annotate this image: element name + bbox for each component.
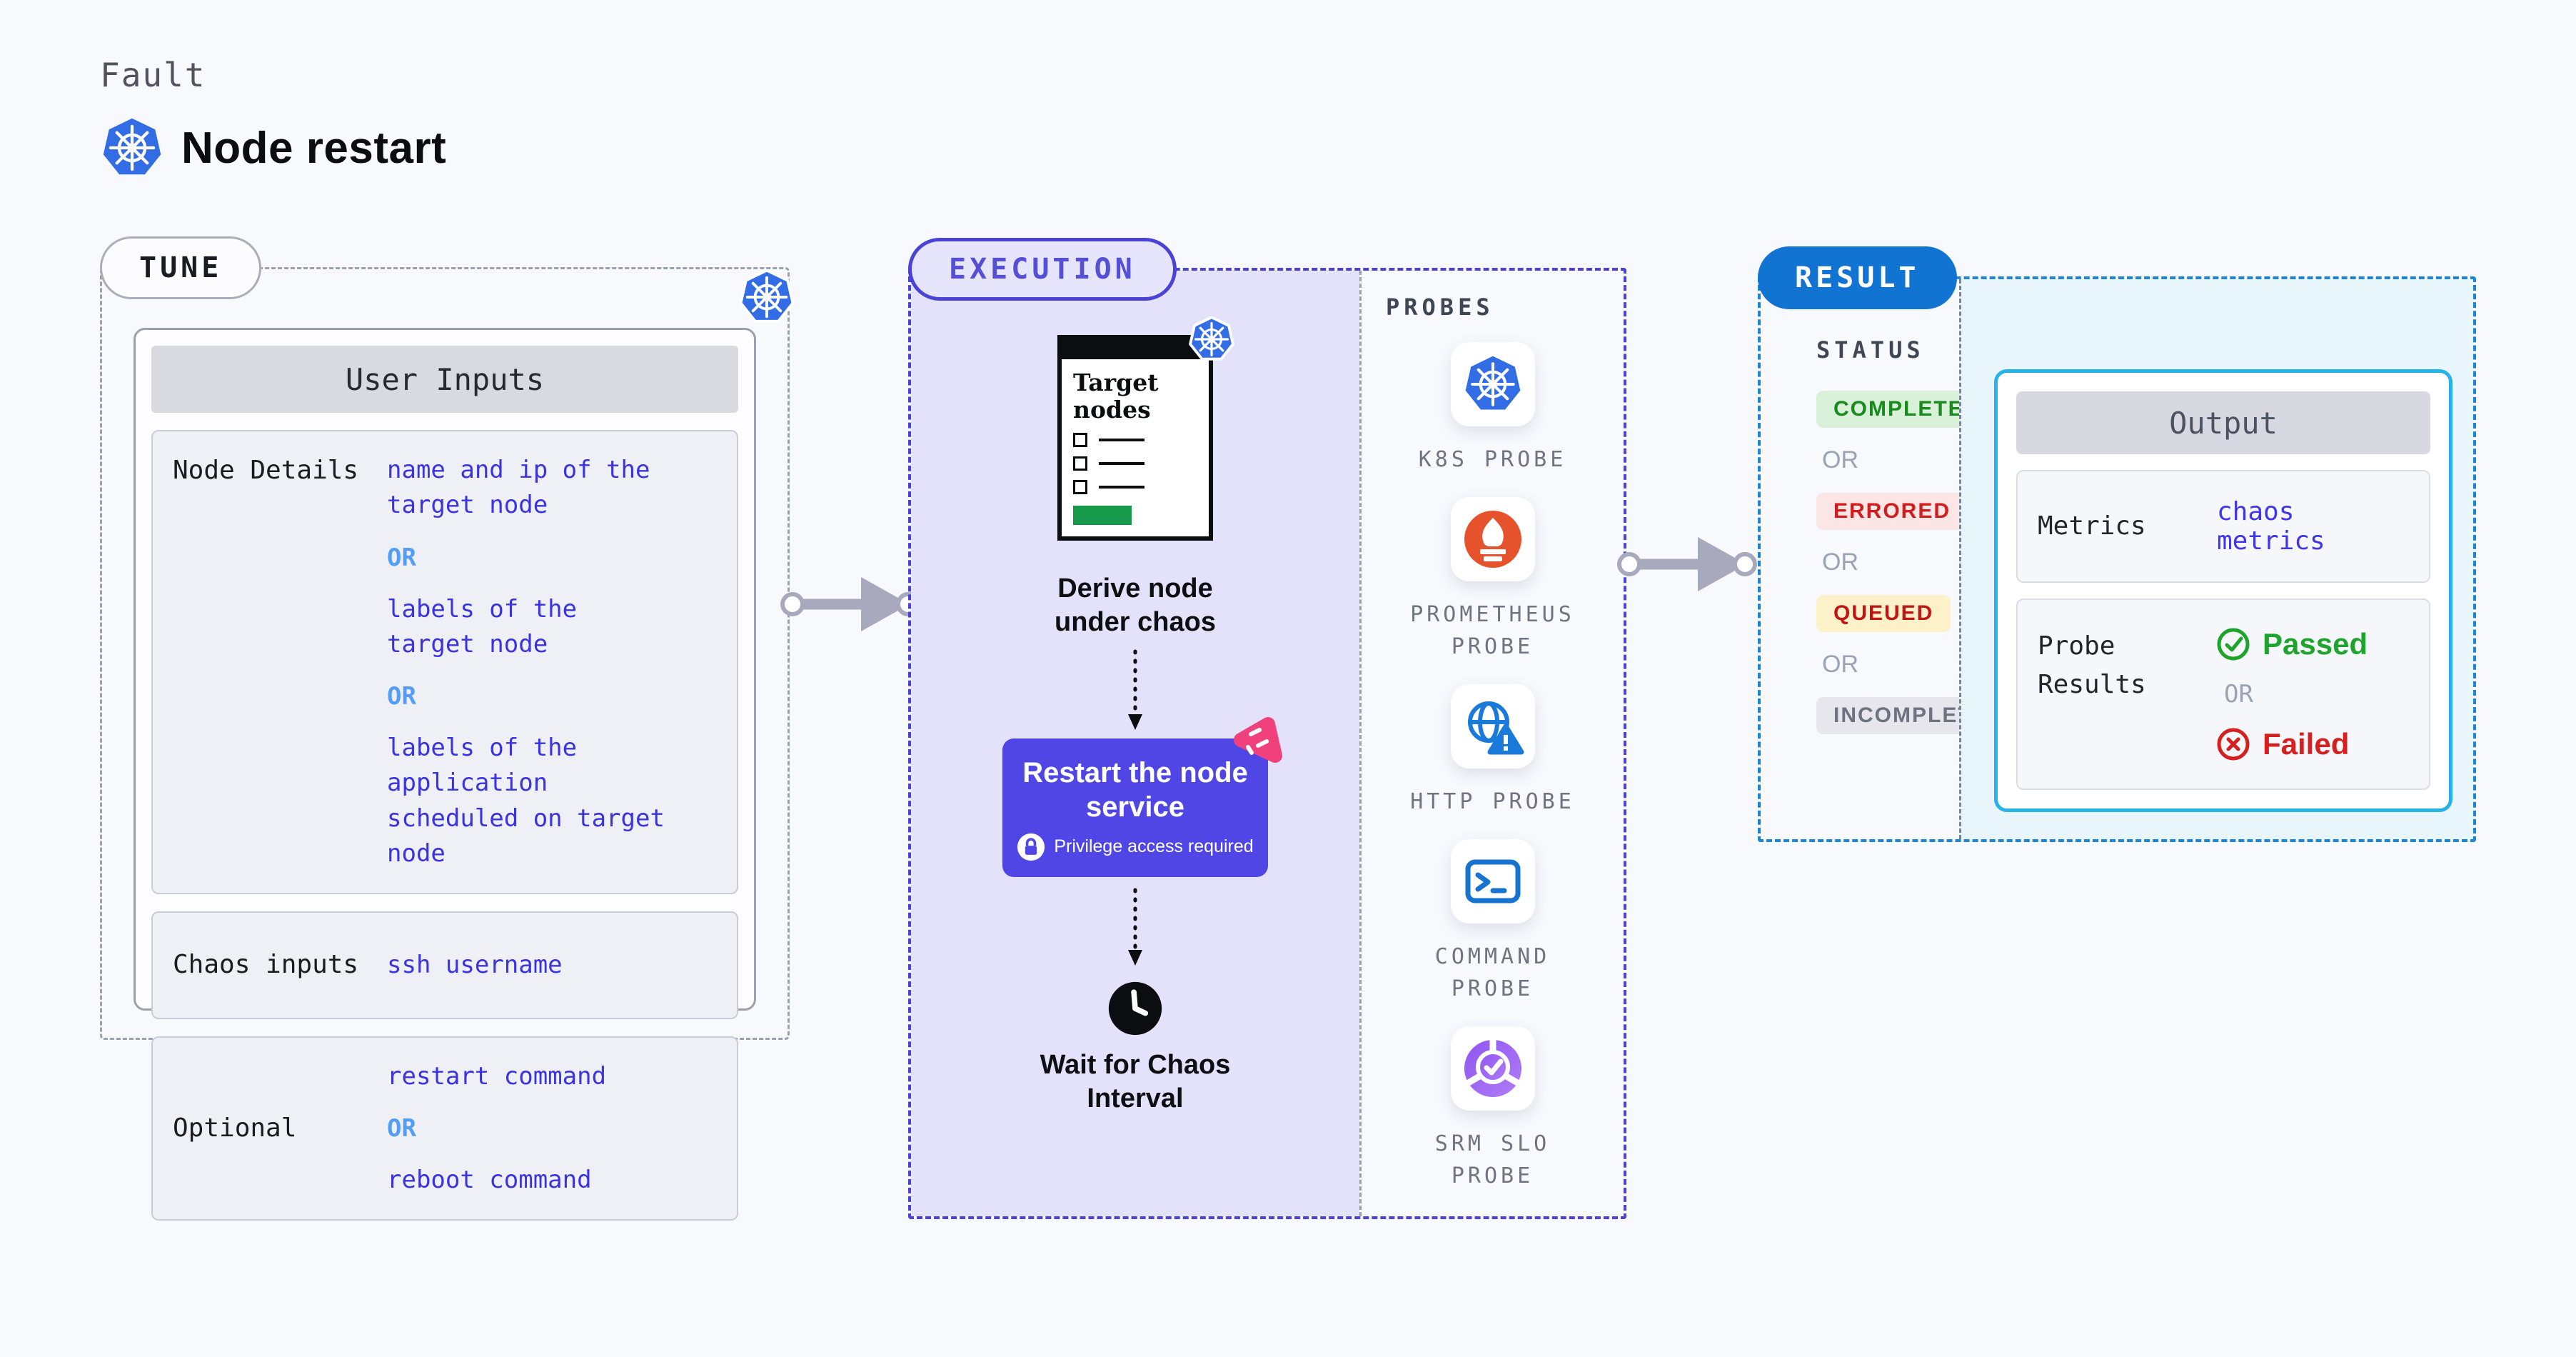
metrics-value: chaos metrics: [2217, 497, 2325, 556]
probe-label: PROMETHEUS PROBE: [1410, 602, 1575, 659]
probe-card: [1450, 497, 1535, 581]
execution-panel: EXECUTION Target nodes Derive node under…: [908, 238, 1626, 1219]
page-title: Node restart: [181, 123, 447, 173]
or-separator: OR: [1822, 549, 1858, 576]
kubernetes-icon: [1189, 316, 1234, 362]
privilege-access-note: Privilege access required: [1054, 836, 1254, 857]
progress-bar: [1073, 505, 1132, 525]
status-badge-queued: QUEUED: [1816, 595, 1951, 632]
user-inputs-card: User Inputs Node Details name and ip of …: [134, 328, 756, 1221]
probe-label: HTTP PROBE: [1410, 789, 1575, 814]
status-column: STATUS COMPLETED OR ERRORED OR QUEUED OR…: [1761, 279, 2023, 839]
input-value: reboot command: [387, 1166, 592, 1195]
execution-flow-column: Target nodes Derive node under chaos Res…: [911, 271, 1359, 1216]
input-value: labels of the target node: [387, 594, 578, 659]
row-label: Optional: [173, 1113, 297, 1143]
failed-label: Failed: [2263, 727, 2350, 761]
check-circle-icon: [2217, 628, 2250, 661]
probe-item: PROMETHEUS PROBE: [1404, 497, 1582, 663]
probe-card: [1450, 684, 1535, 768]
probe-item: HTTP PROBE: [1410, 684, 1575, 818]
or-separator: OR: [387, 1114, 416, 1143]
lock-icon: [1017, 833, 1045, 861]
kubernetes-icon: [739, 269, 795, 325]
checkbox-row: [1073, 479, 1197, 494]
probe-card: [1450, 839, 1535, 923]
metrics-label: Metrics: [2038, 511, 2146, 541]
output-header: Output: [2016, 391, 2430, 454]
passed-result: Passed: [2217, 627, 2368, 661]
passed-label: Passed: [2263, 627, 2368, 661]
execution-pill: EXECUTION: [908, 238, 1177, 301]
tune-panel: TUNE User Inputs Node Details name and i…: [100, 236, 790, 1221]
status-badge-errored: ERRORED: [1816, 493, 1968, 530]
input-value: name and ip of the target node: [387, 456, 650, 520]
step-derive-node-label: Derive node under chaos: [1055, 573, 1216, 638]
dotted-arrow-down-icon: [1128, 649, 1142, 730]
checkbox-icon: [1073, 432, 1087, 447]
or-separator: OR: [387, 682, 416, 711]
clock-icon: [1107, 980, 1164, 1037]
failed-result: Failed: [2217, 727, 2368, 761]
probe-item: SRM SLO PROBE: [1404, 1026, 1582, 1192]
x-circle-icon: [2217, 728, 2250, 761]
document-title-bar: [1062, 339, 1209, 359]
step-wait-interval-label: Wait for Chaos Interval: [1040, 1049, 1231, 1114]
checkbox-row: [1073, 432, 1197, 447]
target-nodes-document: Target nodes: [1057, 335, 1213, 541]
input-value: labels of the application scheduled on t…: [387, 733, 665, 868]
user-inputs-header: User Inputs: [151, 346, 738, 413]
status-heading: STATUS: [1816, 336, 1925, 364]
result-pill: RESULT: [1758, 246, 1957, 309]
dotted-arrow-down-icon: [1128, 888, 1142, 966]
or-separator: OR: [1822, 446, 1858, 474]
input-row-node-details: Node Details name and ip of the target n…: [151, 430, 738, 895]
input-row-optional: Optional restart command OR reboot comma…: [151, 1036, 738, 1221]
restart-node-service-node: Restart the node service Privilege acces…: [1002, 716, 1282, 877]
probe-results-label: Probe Results: [2038, 631, 2146, 699]
flow-arrow-execution-to-result: [1617, 537, 1757, 591]
fault-eyebrow-label: Fault: [100, 56, 206, 94]
probe-label: SRM SLO PROBE: [1434, 1131, 1551, 1188]
probe-item: COMMAND PROBE: [1404, 839, 1582, 1005]
flow-arrow-tune-to-execution: [780, 577, 920, 631]
checkbox-row: [1073, 456, 1197, 471]
target-nodes-title: Target nodes: [1073, 369, 1159, 424]
page-title-row: Node restart: [101, 117, 446, 179]
probe-item: K8S PROBE: [1419, 342, 1567, 476]
input-value: ssh username: [387, 950, 563, 979]
probe-label: COMMAND PROBE: [1434, 944, 1551, 1001]
probe-results-row: Probe Results Passed OR: [2016, 599, 2430, 790]
result-panel: RESULT STATUS COMPLETED OR ERRORED OR QU…: [1758, 246, 2476, 842]
output-box: Output Metrics chaos metrics Probe Resul…: [1994, 369, 2452, 812]
input-row-chaos-inputs: Chaos inputs ssh username: [151, 911, 738, 1019]
input-value: restart command: [387, 1061, 607, 1091]
row-label: Node Details: [173, 456, 359, 485]
probes-column: PROBES K8S PROBE PROMETHEUS PROBE: [1359, 271, 1624, 1216]
globe-warning-icon: [1467, 701, 1524, 755]
checkbox-icon: [1073, 456, 1087, 471]
or-separator: OR: [2224, 680, 2253, 708]
probe-card: [1450, 342, 1535, 426]
kubernetes-icon: [1464, 355, 1522, 414]
metrics-row: Metrics chaos metrics: [2016, 470, 2430, 583]
terminal-icon: [1465, 859, 1520, 903]
probe-label: K8S PROBE: [1418, 447, 1567, 472]
or-separator: OR: [1822, 651, 1858, 678]
or-separator: OR: [387, 543, 416, 572]
row-label: Chaos inputs: [173, 950, 359, 980]
litmus-chaos-icon: [1234, 716, 1282, 763]
probe-card: [1450, 1026, 1535, 1111]
checkbox-icon: [1073, 479, 1087, 494]
output-area: Output Metrics chaos metrics Probe Resul…: [1959, 279, 2473, 839]
chaos-step-title: Restart the node service: [1022, 756, 1248, 823]
tune-pill: TUNE: [100, 236, 262, 299]
probes-heading: PROBES: [1386, 294, 1494, 321]
kubernetes-icon: [101, 117, 163, 179]
slo-check-icon: [1464, 1039, 1521, 1097]
prometheus-icon: [1464, 511, 1521, 568]
